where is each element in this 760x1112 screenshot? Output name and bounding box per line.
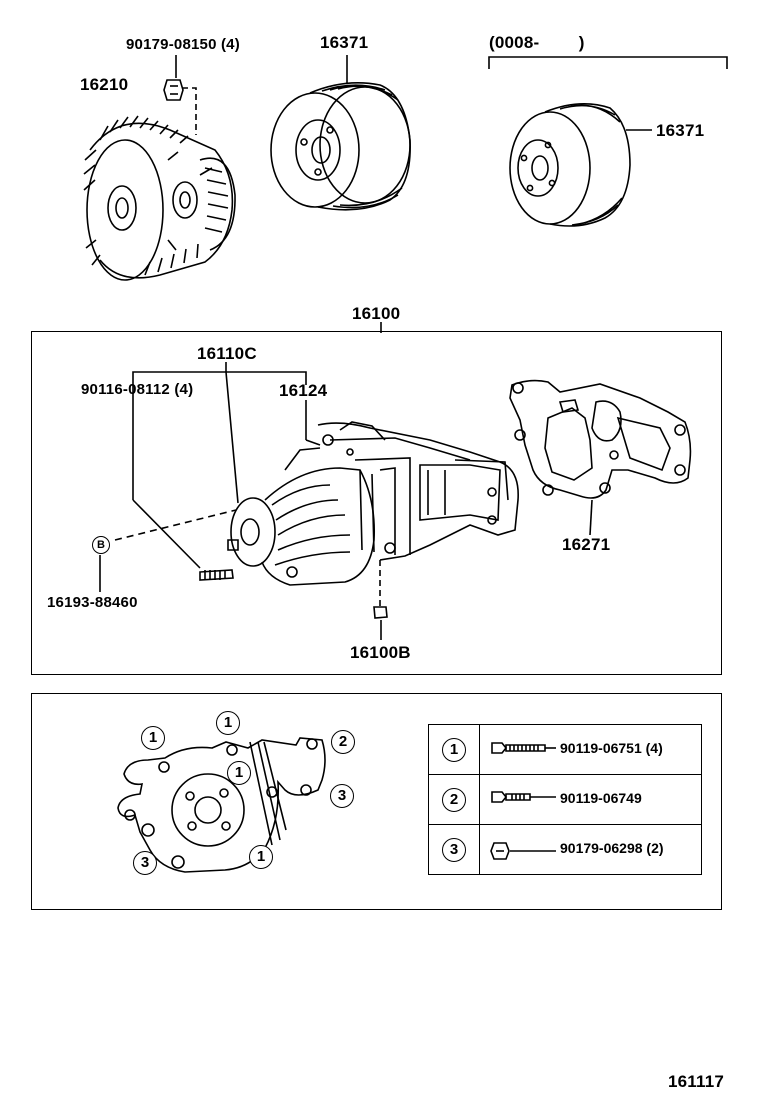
bolt-b-mark: B: [92, 536, 110, 554]
callout-bolt-1a: 1: [141, 726, 165, 750]
legend-row: 1 90119-06751 (4): [428, 724, 702, 775]
legend-part: 90119-06751 (4): [560, 740, 663, 756]
label-pulley-b: 16371: [656, 121, 705, 140]
label-fan-clutch: 16210: [80, 75, 129, 94]
label-drain: 16100B: [350, 643, 411, 662]
label-pump-assembly: 16100: [352, 304, 401, 323]
fan-clutch-drawing: [83, 79, 236, 281]
callout-bolt-1d: 1: [249, 845, 273, 869]
callout-bolt-1c: 1: [227, 761, 251, 785]
water-pump-drawing: [227, 421, 519, 586]
legend-part: 90179-06298 (2): [560, 840, 664, 856]
bolt-legend-panel: [31, 693, 722, 910]
label-pump-sub: 16110C: [197, 344, 257, 363]
page-code: 161117: [668, 1072, 725, 1091]
label-stud-bolt: 90116-08112 (4): [81, 381, 194, 398]
legend-num: 2: [442, 787, 466, 812]
callout-bolt-1b: 1: [216, 711, 240, 735]
legend-row: 2 90119-06749: [428, 774, 702, 825]
label-plug: 16124: [279, 381, 328, 400]
label-bolt-b: 16193-88460: [47, 594, 138, 611]
label-bolt-fan: 90179-08150 (4): [126, 36, 240, 53]
legend-num: 1: [442, 737, 466, 762]
callout-bolt-2: 2: [331, 730, 355, 754]
legend-num: 3: [442, 837, 466, 862]
bolt-legend-table: 1 90119-06751 (4) 2 90119-06749 3 90179-…: [428, 724, 702, 875]
label-gasket: 16271: [562, 535, 611, 554]
legend-part: 90119-06749: [560, 790, 642, 806]
legend-row: 3 90179-06298 (2): [428, 824, 702, 875]
pulley-b-drawing: [509, 103, 631, 227]
callout-bolt-3b: 3: [133, 851, 157, 875]
gasket-drawing: [509, 379, 692, 499]
label-date-range: (0008- ): [489, 33, 585, 52]
callout-bolt-3a: 3: [330, 784, 354, 808]
pulley-a-drawing: [270, 81, 411, 211]
pump-assembly-box: [31, 331, 722, 675]
label-pulley-a: 16371: [320, 33, 369, 52]
